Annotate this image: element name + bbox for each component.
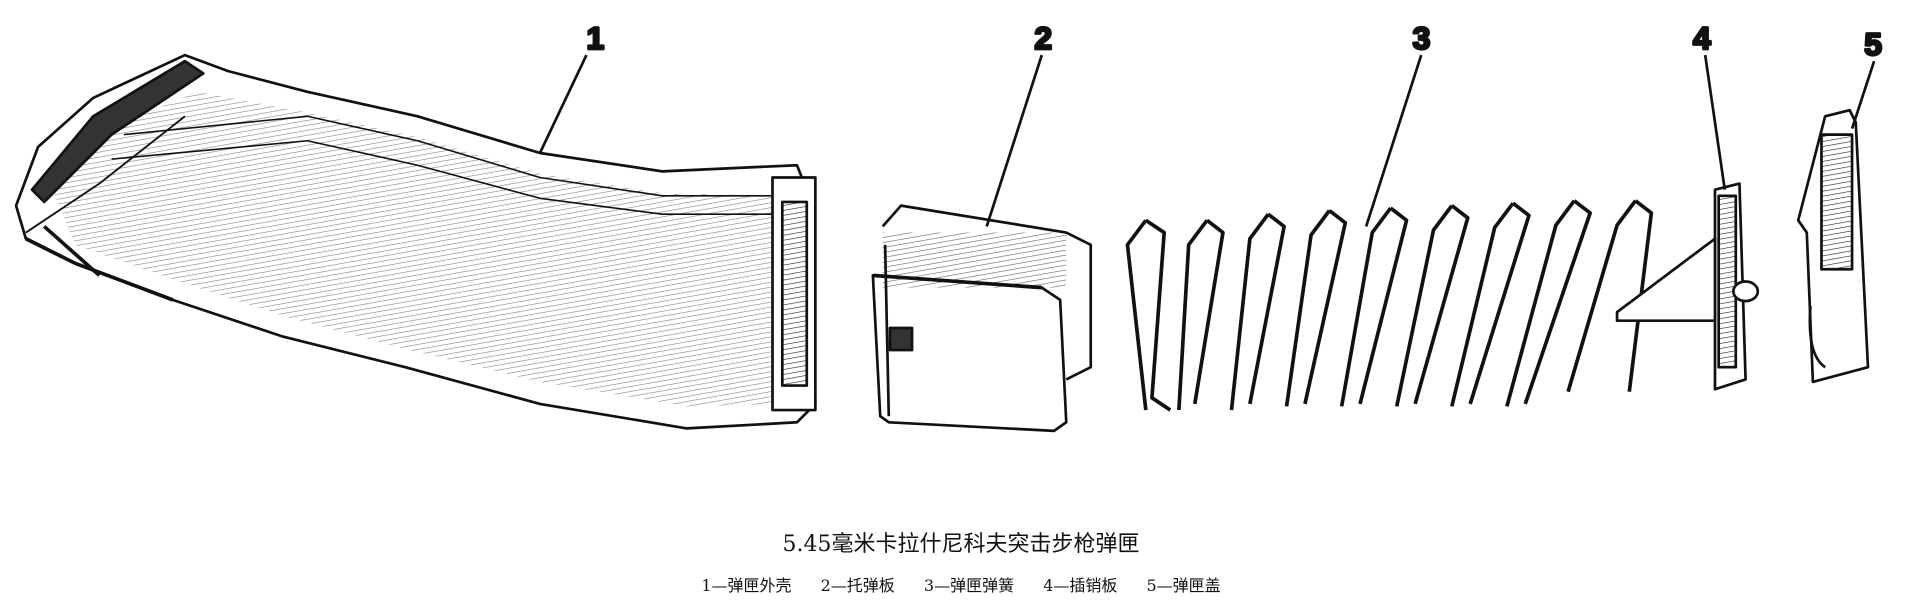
label-5: 5: [1864, 26, 1882, 62]
leader-line-1: [538, 54, 588, 154]
label-1: 1: [586, 20, 604, 56]
label-3: 3: [1413, 20, 1431, 56]
label-2: 2: [1034, 20, 1052, 56]
leader-line-5: [1850, 60, 1876, 129]
legend-item: 3—弹匣弹簧: [923, 576, 1015, 595]
figure-title: 5.45毫米卡拉什尼科夫突击步枪弹匣: [782, 532, 1140, 557]
magazine-floorplate: [1796, 108, 1870, 384]
legend-item: 2—托弹板: [820, 576, 895, 595]
latch-plate: [1615, 182, 1760, 391]
magazine-spring: [1125, 199, 1654, 412]
legend-item: 5—弹匣盖: [1146, 576, 1221, 595]
parts-legend: 1—弹匣外壳 2—托弹板 3—弹匣弹簧 4—插销板 5—弹匣盖: [0, 572, 1922, 596]
leader-line-2: [985, 54, 1044, 227]
leader-line-3: [1364, 54, 1423, 227]
legend-item: 1—弹匣外壳: [701, 576, 792, 595]
leader-line-4: [1703, 54, 1727, 190]
magazine-body: [14, 53, 817, 430]
legend-item: 4—插销板: [1043, 576, 1118, 595]
follower: [871, 204, 1093, 433]
label-4: 4: [1693, 20, 1711, 56]
